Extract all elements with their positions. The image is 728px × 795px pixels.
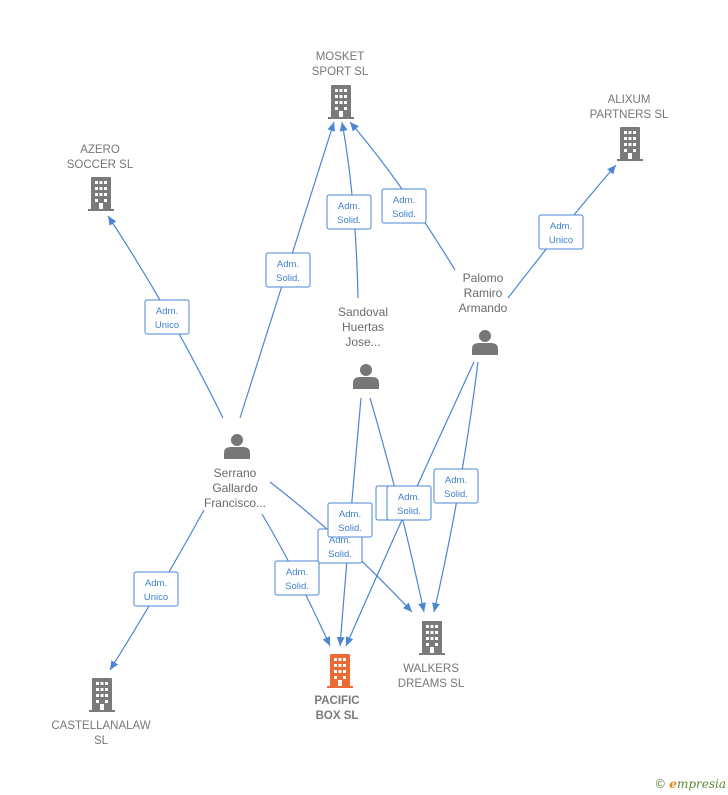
role-badges: Adm. Solid. Adm. Solid. Adm. Solid. Adm.…	[133, 188, 584, 607]
copyright-icon: ©	[654, 777, 667, 791]
svg-text:Adm.: Adm.	[286, 567, 308, 578]
svg-text:Serrano: Serrano	[214, 466, 257, 480]
svg-text:Adm.: Adm.	[550, 221, 572, 232]
badge-adm-solid[interactable]: Adm. Solid.	[265, 252, 311, 288]
svg-text:Solid.: Solid.	[285, 581, 309, 592]
badge-adm-unico[interactable]: Adm. Unico	[538, 214, 584, 250]
brand-name: mpresia	[676, 777, 726, 791]
svg-text:Jose...: Jose...	[345, 335, 380, 349]
badge-adm-unico[interactable]: Adm. Unico	[133, 571, 179, 607]
svg-text:AZERO: AZERO	[80, 144, 120, 156]
svg-text:Francisco...: Francisco...	[204, 496, 266, 510]
node-pacific-box[interactable]: PACIFIC BOX SL	[314, 654, 360, 722]
brand-logo-e: e	[669, 777, 677, 791]
node-mosket-sport[interactable]: MOSKET SPORT SL	[312, 51, 369, 119]
node-serrano-gallardo[interactable]: Serrano Gallardo Francisco...	[204, 434, 266, 510]
svg-text:Adm.: Adm.	[145, 578, 167, 589]
svg-text:SOCCER SL: SOCCER SL	[67, 159, 134, 171]
building-icon	[419, 621, 445, 655]
svg-text:SL: SL	[94, 735, 109, 747]
svg-text:PARTNERS SL: PARTNERS SL	[590, 109, 669, 121]
svg-text:PACIFIC: PACIFIC	[314, 695, 359, 707]
node-castellanalaw[interactable]: CASTELLANALAW SL	[51, 678, 151, 747]
svg-text:Adm.: Adm.	[398, 492, 420, 503]
svg-text:ALIXUM: ALIXUM	[608, 94, 651, 106]
building-icon	[88, 177, 114, 211]
badge-adm-solid[interactable]: Adm. Solid.	[327, 502, 373, 538]
svg-text:Solid.: Solid.	[444, 489, 468, 500]
svg-text:Adm.: Adm.	[393, 195, 415, 206]
person-icon	[224, 434, 250, 459]
node-alixum-partners[interactable]: ALIXUM PARTNERS SL	[590, 94, 669, 161]
svg-text:MOSKET: MOSKET	[316, 51, 365, 63]
node-sandoval-huertas[interactable]: Sandoval Huertas Jose...	[338, 305, 388, 389]
svg-text:BOX SL: BOX SL	[316, 710, 359, 722]
building-icon	[327, 654, 353, 688]
svg-text:Adm.: Adm.	[445, 475, 467, 486]
badge-adm-solid[interactable]: Adm. Solid.	[274, 560, 320, 596]
brand-footer: ©empresia	[654, 777, 726, 791]
svg-text:Solid.: Solid.	[392, 209, 416, 220]
svg-text:CASTELLANALAW: CASTELLANALAW	[51, 720, 150, 732]
node-azero-soccer[interactable]: AZERO SOCCER SL	[67, 144, 134, 211]
node-walkers-dreams[interactable]: WALKERS DREAMS SL	[398, 621, 465, 690]
building-icon	[328, 85, 354, 119]
building-icon	[89, 678, 115, 712]
svg-text:Unico: Unico	[144, 592, 168, 603]
svg-text:Adm.: Adm.	[156, 306, 178, 317]
svg-text:Unico: Unico	[549, 235, 573, 246]
svg-text:Solid.: Solid.	[276, 273, 300, 284]
badge-adm-solid[interactable]: Adm. Solid.	[386, 485, 432, 521]
svg-text:WALKERS: WALKERS	[403, 663, 459, 675]
svg-text:Huertas: Huertas	[342, 320, 384, 334]
svg-text:Palomo: Palomo	[463, 271, 504, 285]
svg-text:Adm.: Adm.	[338, 201, 360, 212]
svg-text:Adm.: Adm.	[339, 509, 361, 520]
svg-text:Unico: Unico	[155, 320, 179, 331]
svg-text:Solid.: Solid.	[397, 506, 421, 517]
building-icon	[617, 127, 643, 161]
svg-text:Ramiro: Ramiro	[464, 286, 503, 300]
badge-adm-solid[interactable]: Adm. Solid.	[326, 194, 372, 230]
person-icon	[353, 364, 379, 389]
svg-text:Gallardo: Gallardo	[212, 481, 258, 495]
svg-text:Armando: Armando	[459, 301, 508, 315]
svg-text:DREAMS SL: DREAMS SL	[398, 678, 465, 690]
edge-palomo-mosket	[349, 121, 456, 271]
badge-adm-solid[interactable]: Adm. Solid.	[381, 188, 427, 224]
svg-text:Adm.: Adm.	[329, 535, 351, 546]
svg-text:Adm.: Adm.	[277, 259, 299, 270]
svg-text:SPORT SL: SPORT SL	[312, 66, 369, 78]
badge-adm-solid[interactable]: Adm. Solid.	[433, 468, 479, 504]
badge-adm-unico[interactable]: Adm. Unico	[144, 299, 190, 335]
node-palomo-ramiro[interactable]: Palomo Ramiro Armando	[459, 271, 508, 355]
svg-text:Solid.: Solid.	[337, 215, 361, 226]
svg-text:Solid.: Solid.	[328, 549, 352, 560]
person-icon	[472, 330, 498, 355]
svg-text:Solid.: Solid.	[338, 523, 362, 534]
svg-text:Sandoval: Sandoval	[338, 305, 388, 319]
